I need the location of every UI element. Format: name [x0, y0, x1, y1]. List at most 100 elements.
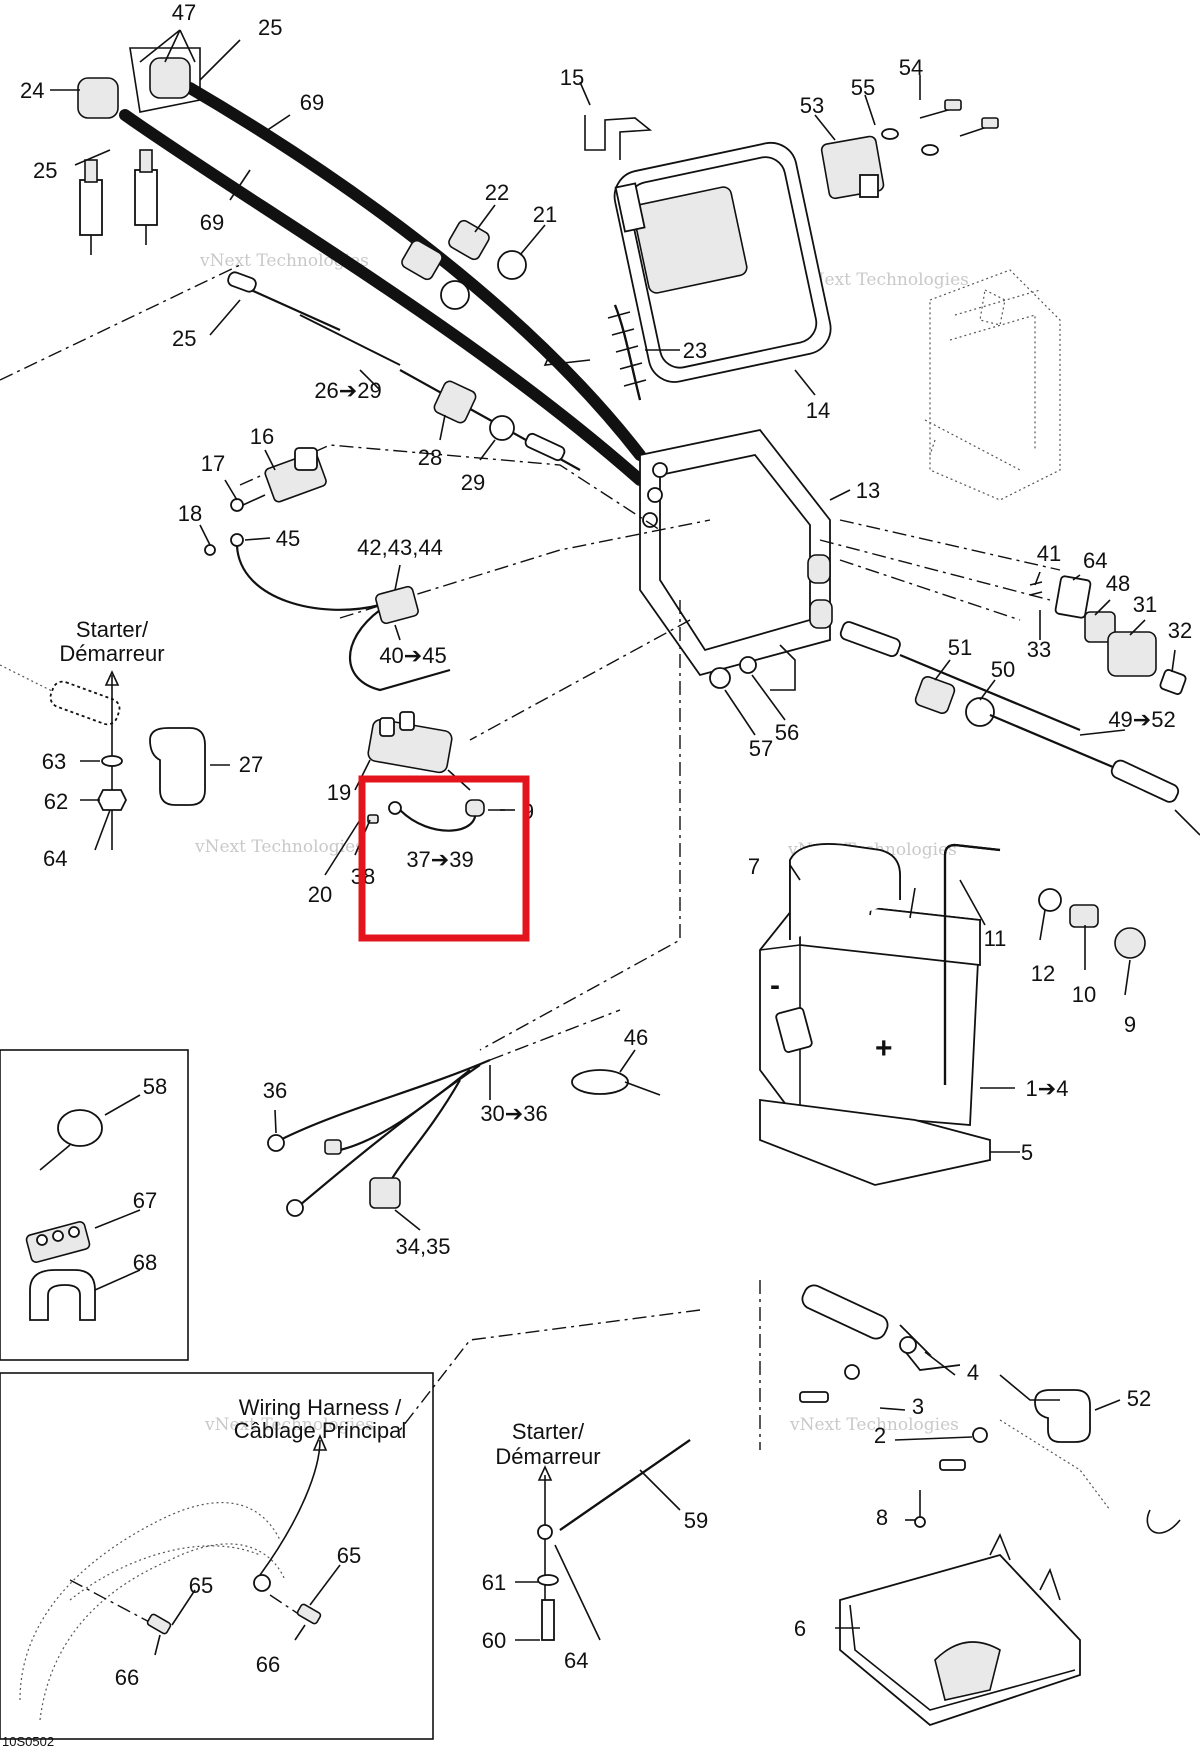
starter-caption-line1: Starter/	[76, 617, 149, 642]
callout-label: 12	[1031, 961, 1055, 986]
callout-label: 64	[1083, 548, 1107, 573]
terminal-hardware	[799, 1284, 1181, 1534]
callout-label: 52	[1127, 1386, 1151, 1411]
starter-caption-line1: Starter/	[512, 1419, 585, 1444]
callout-label: 25	[172, 326, 196, 351]
callout-label: 64	[564, 1648, 588, 1673]
callout-label: 40➔45	[379, 643, 446, 668]
callout-label: 46	[624, 1025, 648, 1050]
callout-label: 25	[258, 15, 282, 40]
watermark: vNext Technologies	[194, 837, 364, 857]
fastener-inset	[0, 1049, 189, 1361]
callout-label: 62	[44, 789, 68, 814]
callout-label: 18	[178, 501, 202, 526]
callout-label: 67	[133, 1188, 157, 1213]
callout-label: 28	[418, 445, 442, 470]
battery: - +	[759, 843, 981, 1126]
ground-wire-assembly	[367, 799, 505, 832]
terminal-boot	[149, 727, 206, 806]
callout-label: 23	[683, 338, 707, 363]
callout-label: 69	[200, 210, 224, 235]
callout-label: 21	[533, 202, 557, 227]
starter-cable	[537, 1439, 691, 1641]
spark-plug-cap	[149, 57, 191, 99]
callout-label: 65	[189, 1573, 213, 1598]
starter-caption-line2: Démarreur	[59, 641, 164, 666]
wiring-harness-small	[267, 1058, 491, 1217]
callout-label: 60	[482, 1628, 506, 1653]
spark-plug-cables	[77, 47, 646, 486]
nut	[709, 667, 731, 689]
ignition-coil	[367, 711, 471, 791]
callout-label: 33	[1027, 637, 1051, 662]
harness-inset	[0, 1372, 434, 1740]
callout-leaders	[50, 29, 1176, 1656]
mounting-bracket	[924, 269, 1061, 501]
callout-label: 15	[560, 65, 584, 90]
callout-label: 59	[684, 1508, 708, 1533]
callout-label: 22	[485, 180, 509, 205]
callout-label: 17	[201, 451, 225, 476]
captions: Starter/ Démarreur Starter/ Démarreur Wi…	[2, 617, 601, 1749]
callout-label: 49➔52	[1108, 707, 1175, 732]
callout-label: 31	[1133, 592, 1157, 617]
callout-label: 47	[172, 0, 196, 25]
callout-label: 30➔36	[480, 1101, 547, 1126]
starter-caption-line2: Démarreur	[495, 1444, 600, 1469]
highlight-box	[358, 775, 530, 942]
watermark: vNext Technologies	[789, 1415, 959, 1435]
callout-label: 6	[794, 1616, 806, 1641]
callout-label: 2	[874, 1423, 886, 1448]
callout-label: 9	[1124, 1012, 1136, 1037]
callout-label: 10	[1072, 982, 1096, 1007]
callout-label: 8	[876, 1505, 888, 1530]
callout-label: 20	[308, 882, 332, 907]
callout-label: 50	[991, 657, 1015, 682]
callout-label: 41	[1037, 541, 1061, 566]
callout-label: 51	[948, 635, 972, 660]
callout-label: 16	[250, 424, 274, 449]
negative-sign: -	[770, 969, 780, 1002]
battery-cable	[839, 621, 1200, 836]
callout-label: 66	[115, 1665, 139, 1690]
throttle-cable	[227, 271, 581, 471]
callout-label: 29	[461, 470, 485, 495]
callout-label: 11	[984, 926, 1007, 951]
callout-label: 64	[43, 846, 67, 871]
vent-tube	[943, 843, 1146, 1085]
watermark: vNext Technologies	[799, 270, 969, 290]
gauge-housing	[613, 141, 832, 383]
callout-label: 54	[899, 55, 923, 80]
callout-label: 45	[276, 526, 300, 551]
relay	[820, 99, 999, 200]
callout-numbers: 47 25 24 25 69 69 15 54 55 53 22 21 23 1…	[20, 0, 1192, 1690]
safety-switch	[204, 447, 327, 556]
leader-lines	[0, 264, 1061, 1450]
harness-caption-line1: Wiring Harness /	[239, 1395, 402, 1420]
callout-label: 58	[143, 1074, 167, 1099]
positive-sign: +	[875, 1032, 893, 1065]
spark-plug	[134, 149, 158, 245]
washer	[739, 656, 757, 674]
cable-tie	[571, 1069, 661, 1096]
callout-label: 66	[256, 1652, 280, 1677]
clip	[584, 115, 653, 160]
callout-label: 36	[263, 1078, 287, 1103]
spark-plug	[79, 159, 103, 255]
callout-label: 27	[239, 752, 263, 777]
callout-label: 53	[800, 93, 824, 118]
spiral-sleeve	[607, 304, 647, 401]
callout-label: 56	[775, 720, 799, 745]
callout-label: 24	[20, 78, 44, 103]
harness-caption-line2: Câblage Principal	[234, 1418, 406, 1443]
callout-label: 61	[482, 1570, 506, 1595]
callout-label: 13	[856, 478, 880, 503]
callout-label: 34,35	[395, 1234, 450, 1259]
callout-label: 68	[133, 1250, 157, 1275]
callout-label: 7	[748, 854, 760, 879]
callout-label: 14	[806, 398, 830, 423]
callout-label: 3	[912, 1394, 924, 1419]
callout-label: 19	[327, 780, 351, 805]
callout-label: 57	[749, 736, 773, 761]
